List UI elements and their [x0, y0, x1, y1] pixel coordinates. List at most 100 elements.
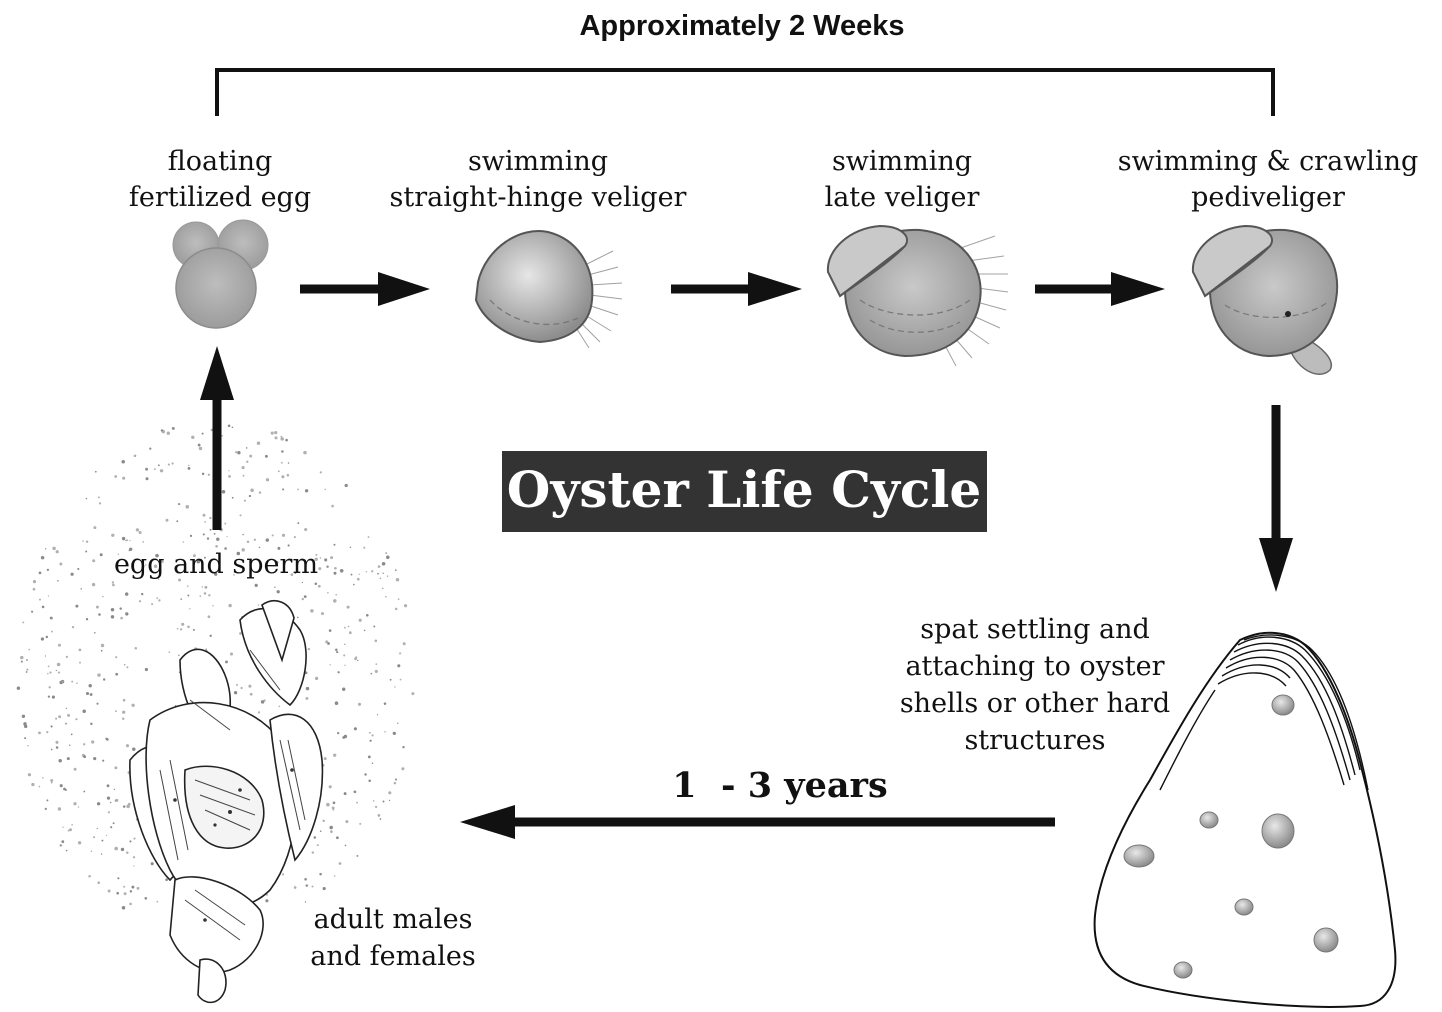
spawn-dot — [337, 732, 339, 734]
svg-text:swimming: swimming — [832, 146, 972, 177]
spawn-dot — [210, 635, 212, 637]
spawn-dot — [330, 830, 333, 833]
spawn-dot — [335, 701, 339, 705]
spawn-dot — [390, 679, 392, 681]
spawn-dot — [375, 663, 377, 665]
spawn-dot — [62, 681, 64, 683]
spawn-dot — [222, 490, 226, 494]
spawn-dot — [324, 757, 327, 760]
spawn-dot — [38, 731, 41, 734]
spawn-dot — [373, 626, 375, 628]
spawn-dot — [121, 848, 124, 851]
growth-duration-label: 1 - 3 years — [672, 765, 887, 806]
spawn-dot — [401, 767, 404, 770]
spawn-dot — [382, 572, 384, 574]
spawn-dot — [339, 862, 342, 865]
spawn-dot — [39, 786, 41, 788]
spawn-dot — [366, 571, 367, 572]
svg-text:pediveliger: pediveliger — [1191, 182, 1345, 213]
spawn-dot — [258, 604, 259, 605]
spawn-dot — [265, 455, 268, 458]
spawn-dot — [372, 734, 374, 736]
spawn-dot — [154, 468, 156, 470]
spawn-dot — [259, 491, 261, 493]
spawn-dot — [208, 615, 211, 618]
spawn-dot — [354, 727, 357, 730]
spawn-dot — [312, 851, 314, 853]
spawn-dot — [55, 741, 58, 744]
spawn-dot — [133, 856, 135, 858]
spawn-dot — [115, 799, 118, 802]
spawn-dot — [145, 468, 148, 471]
spawn-dot — [272, 534, 274, 536]
spawn-dot — [351, 574, 353, 576]
spawn-dot — [52, 696, 55, 699]
spawn-dot — [111, 534, 114, 537]
spawn-dot — [324, 558, 327, 561]
spawn-dot — [22, 621, 24, 623]
spawn-dot — [329, 664, 330, 665]
spawn-dot — [246, 461, 248, 463]
spawn-dot — [101, 853, 102, 854]
spawn-dot — [363, 547, 365, 549]
spawn-dot — [204, 586, 207, 589]
spawn-dot — [297, 489, 299, 491]
spawn-dot — [71, 681, 73, 683]
spawn-dot — [57, 663, 61, 667]
spawn-dot — [49, 686, 51, 688]
spawn-dot — [103, 678, 105, 680]
spawn-dot — [112, 584, 115, 587]
spawn-dot — [188, 467, 191, 470]
spawn-dot — [88, 875, 91, 878]
spawn-dot — [177, 628, 179, 630]
spawn-dot — [345, 820, 348, 823]
spawn-dot — [333, 801, 336, 804]
spawn-dot — [244, 500, 246, 502]
spawn-dot — [342, 688, 345, 691]
spawn-dot — [98, 496, 100, 498]
spawn-dot — [382, 588, 383, 589]
spawn-dot — [302, 582, 303, 583]
spawn-dot — [42, 777, 44, 779]
spawn-dot — [21, 661, 23, 663]
spawn-dot — [375, 806, 377, 808]
spawn-dot — [303, 451, 307, 455]
spawn-dot — [368, 755, 371, 758]
spawn-dot — [119, 607, 121, 609]
spawn-dot — [318, 585, 321, 588]
spawn-dot — [225, 660, 228, 663]
duration-label: Approximately 2 Weeks — [579, 10, 904, 42]
spawn-dot — [107, 784, 110, 787]
spawn-dot — [168, 651, 170, 653]
spawn-dot — [257, 441, 260, 444]
spawn-dot — [42, 606, 45, 609]
spawn-dot — [393, 732, 396, 735]
spawn-dot — [325, 640, 328, 643]
spawn-dot — [131, 704, 134, 707]
spawn-dot — [232, 427, 234, 429]
spawn-dot — [399, 652, 401, 654]
spawn-dot — [187, 585, 188, 586]
spawn-dot — [242, 466, 245, 469]
spawn-dot — [46, 636, 48, 638]
spawn-dot — [51, 782, 52, 783]
spawn-dot — [210, 529, 212, 531]
spawn-dot — [46, 731, 48, 733]
spawn-dot — [330, 556, 333, 559]
spawn-dot — [71, 824, 73, 826]
spawn-dot — [259, 547, 261, 549]
spawn-dot — [51, 725, 53, 727]
spawn-dot — [384, 731, 385, 732]
spawn-dot — [58, 644, 61, 647]
spawn-dot — [116, 892, 119, 895]
spawn-dot — [228, 425, 231, 428]
spawn-dot — [60, 784, 63, 787]
spawn-dot — [111, 615, 114, 618]
spawn-dot — [90, 723, 92, 725]
label-fertilized-egg: floating fertilized egg — [129, 146, 311, 213]
spawn-dot — [97, 673, 100, 676]
spawn-dot — [336, 836, 339, 839]
spawn-dot — [77, 568, 79, 570]
spawn-dot — [326, 566, 328, 568]
